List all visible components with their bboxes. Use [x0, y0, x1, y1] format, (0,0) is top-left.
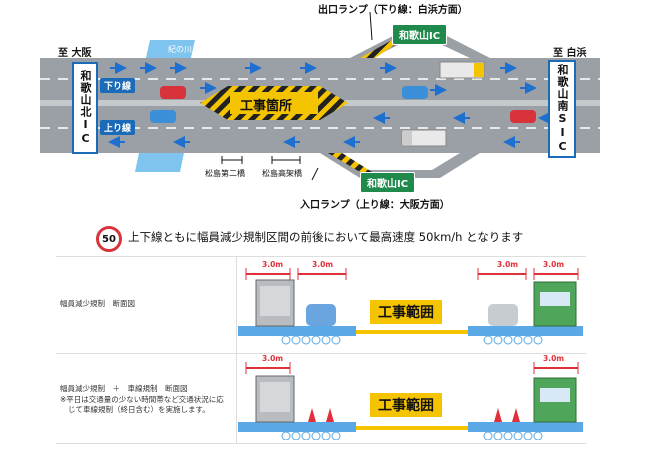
car-right-1 — [488, 304, 518, 326]
left-direction-label: 至 大阪 — [58, 48, 92, 59]
right-ic-sign: 和歌山南SIC — [548, 60, 576, 158]
deck-middle — [356, 330, 468, 334]
car-red-1 — [160, 86, 186, 99]
section2-label: 幅員減少規制 ＋ 車線規制 断面図 — [60, 384, 188, 393]
right-direction-label: 至 白浜 — [553, 48, 587, 59]
speed-limit-sign: 50 — [96, 226, 122, 252]
bridge2-label: 松島高架橋 — [262, 169, 302, 178]
river-label: 紀の川 — [168, 45, 192, 54]
down-line-label: 下り線 — [100, 78, 136, 93]
river-strip-bottom — [135, 148, 185, 172]
river-strip-top — [145, 40, 195, 62]
deck-left — [238, 326, 356, 336]
car-blue-2 — [402, 86, 428, 99]
s2-w2: 3.0m — [543, 354, 565, 363]
s1-zone: 工事範囲 — [370, 300, 442, 324]
up-line-label: 上り線 — [100, 120, 136, 135]
direction-arrows — [108, 62, 555, 148]
section-table — [56, 256, 586, 444]
entrance-ramp-label: 入口ランプ（上り線：大阪方面） — [300, 200, 450, 211]
car-blue-1 — [150, 110, 176, 123]
right-ic-text: 和歌山南SIC — [556, 64, 569, 154]
construction-label: 工事箇所 — [240, 99, 293, 114]
left-ic-sign: 和歌山北IC — [72, 62, 98, 154]
section1-label: 幅員減少規制 断面図 — [60, 299, 135, 308]
section1-diagram — [238, 268, 583, 345]
exit-ramp-hatch — [360, 40, 402, 58]
left-ic-text: 和歌山北IC — [79, 70, 92, 146]
s1-w2: 3.0m — [312, 260, 334, 269]
ramp-ic-sign-top: 和歌山IC — [392, 24, 448, 45]
exit-ramp — [350, 35, 490, 58]
speed-limit-value: 50 — [102, 233, 116, 245]
road-plan-diagram — [40, 11, 600, 181]
s2-zone: 工事範囲 — [370, 393, 442, 417]
exit-ramp-label: 出口ランプ（下り線：白浜方面） — [318, 5, 468, 16]
section2-note1: ※平日は交通量の少ない時間帯など交通状況に応 — [60, 395, 224, 404]
section2-note2: じて車線規制（終日含む）を実施します。 — [68, 405, 210, 414]
entrance-ramp-hatch — [328, 153, 372, 172]
s2-w1: 3.0m — [262, 354, 284, 363]
bridge1-label: 松島第二橋 — [205, 169, 245, 178]
car-red-2 — [510, 110, 536, 123]
speed-note: 上下線ともに幅員減少規制区間の前後において最高速度 50km/h となります — [128, 230, 524, 244]
s1-w1: 3.0m — [262, 260, 284, 269]
deck-right — [468, 326, 583, 336]
ramp-ic-sign-bottom: 和歌山IC — [360, 172, 416, 193]
car-left-1 — [306, 304, 336, 326]
section2-diagram — [238, 362, 583, 440]
s1-w4: 3.0m — [543, 260, 565, 269]
s1-w3: 3.0m — [497, 260, 519, 269]
